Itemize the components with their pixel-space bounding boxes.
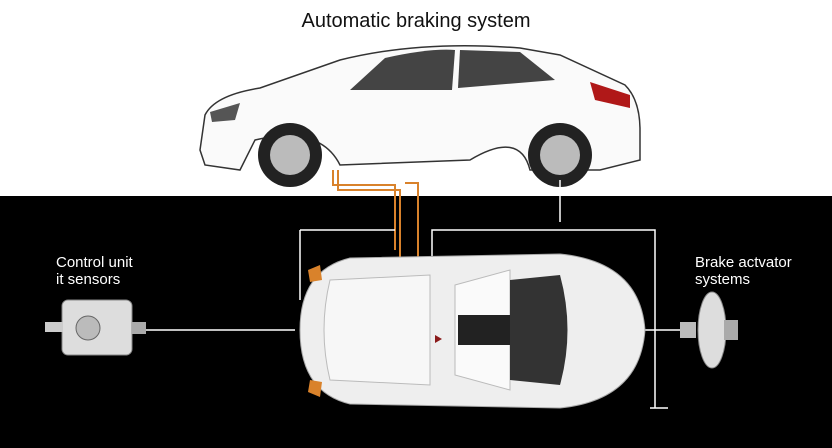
control-unit-label: Control unit it sensors — [56, 254, 133, 288]
connector-lines — [130, 180, 680, 409]
control-unit-label-line2: it sensors — [56, 271, 121, 288]
brake-actuator-icon — [680, 291, 738, 369]
orange-wires — [332, 170, 419, 270]
control-unit-label-line1: Control unit — [56, 254, 133, 271]
car-top-view — [299, 253, 646, 409]
car-side-view — [199, 44, 641, 187]
diagram-title: Automatic braking system — [301, 10, 531, 32]
brake-label-line2: systems — [695, 271, 751, 288]
brake-actuator-label: Brake actvator systems — [695, 254, 792, 288]
control-unit-icon — [45, 299, 146, 356]
brake-label-line1: Brake actvator — [695, 254, 792, 271]
